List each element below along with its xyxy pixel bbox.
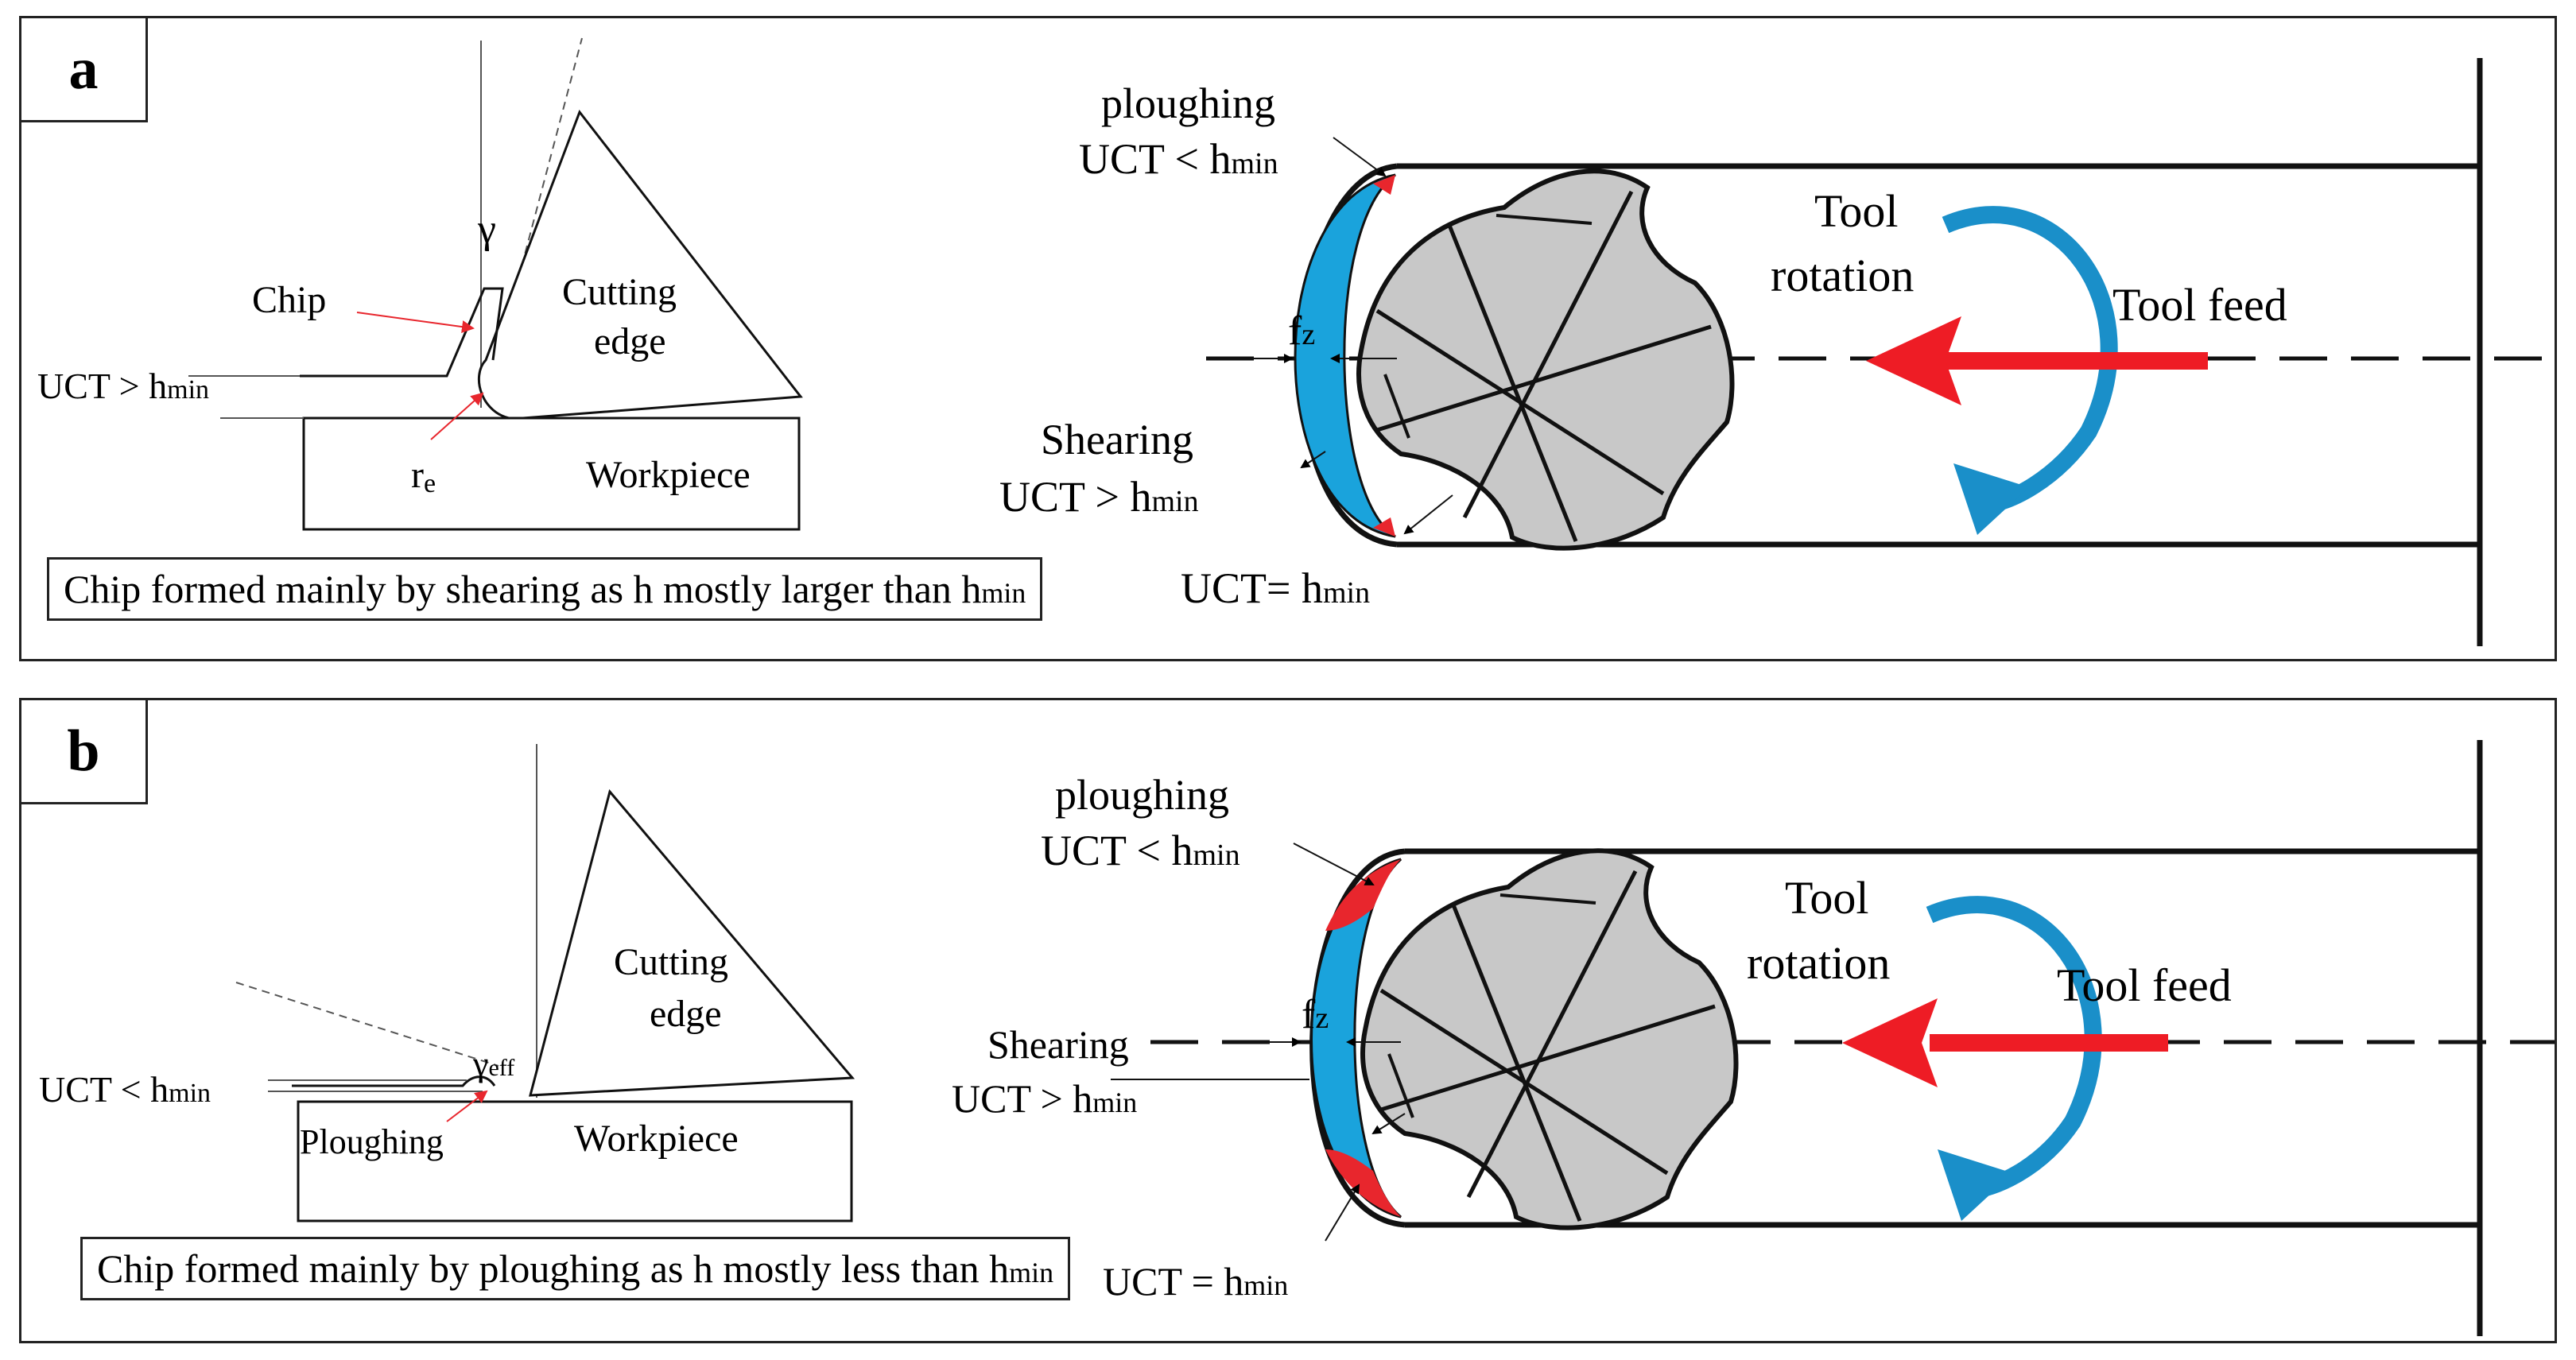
cutting-edge-label-a-1: Cutting xyxy=(562,271,677,313)
panel-a-diagram: Chip γ Cutting edge UCT > hmin re Workpi… xyxy=(37,37,2555,646)
tool-feed-label-b: Tool feed xyxy=(2057,959,2232,1011)
cutting-edge-label-b-1: Cutting xyxy=(614,941,728,983)
shearing-label-b: Shearing xyxy=(987,1022,1129,1067)
ploughing-zone-b-top xyxy=(1325,859,1401,931)
ploughing-label-b: Ploughing xyxy=(300,1122,444,1161)
cutting-tool-b xyxy=(529,788,855,1097)
uct-gt-label-a: UCT > hmin xyxy=(999,473,1199,521)
panel-a: a Chip γ Cutting edge xyxy=(19,16,2557,661)
caption-b: Chip formed mainly by ploughing as h mos… xyxy=(80,1237,1071,1300)
uct-eq-label-a: UCT= hmin xyxy=(1181,564,1370,612)
chip-a xyxy=(300,287,504,378)
shearing-label-a: Shearing xyxy=(1041,416,1193,463)
cutting-tool-a xyxy=(477,109,803,420)
ploughed-surface-b xyxy=(292,1075,496,1087)
workpiece-label-b: Workpiece xyxy=(574,1118,739,1160)
panel-label-b: b xyxy=(19,698,148,804)
cutting-edge-label-b-2: edge xyxy=(650,993,722,1035)
feed-arrow-head-b xyxy=(1842,998,1938,1087)
fz-label-b: fz xyxy=(1302,992,1329,1037)
milling-schematic-b: ploughing UCT < hmin fz Shearing UCT > h… xyxy=(952,740,2555,1336)
uct-lt-label-b: UCT < hmin xyxy=(1041,827,1240,874)
ploughing-label-b-mill: ploughing xyxy=(1055,771,1229,819)
feed-arrow-head-a xyxy=(1866,316,1961,405)
cutting-sketch-b: γeff Cutting edge UCT < hmin Ploughing W… xyxy=(39,744,855,1222)
panel-label-a: a xyxy=(19,16,148,122)
shearing-zone-a xyxy=(1294,173,1396,538)
caption-a: Chip formed mainly by shearing as h most… xyxy=(47,557,1043,621)
workpiece-a xyxy=(302,417,801,531)
end-mill-cutter-b xyxy=(1360,848,1739,1230)
uct-lt-label-a: UCT < hmin xyxy=(1079,135,1278,183)
workpiece-label-a: Workpiece xyxy=(586,454,751,496)
tool-rotation-label-a-2: rotation xyxy=(1771,250,1914,301)
rake-angle-label-a: γ xyxy=(477,207,496,252)
milling-schematic-a: ploughing UCT < hmin fz Shearing UCT > h… xyxy=(999,58,2555,646)
uct-gt-label-b: UCT > hmin xyxy=(952,1076,1137,1121)
tool-rotation-label-a-1: Tool xyxy=(1814,185,1899,237)
fz-label-a: fz xyxy=(1288,308,1315,354)
tool-feed-label-a: Tool feed xyxy=(2112,279,2287,331)
panel-b-diagram: γeff Cutting edge UCT < hmin Ploughing W… xyxy=(39,740,2555,1336)
panel-b: b γeff Cutting edge UCT < hmin Ploughing xyxy=(19,698,2557,1343)
uct-label-b: UCT < hmin xyxy=(39,1069,211,1110)
shearing-zone-b xyxy=(1310,858,1402,1219)
tool-rotation-label-b-1: Tool xyxy=(1785,872,1869,924)
uct-eq-label-b: UCT = hmin xyxy=(1103,1259,1288,1304)
uct-label-a: UCT > hmin xyxy=(37,366,209,406)
workpiece-b xyxy=(297,1100,853,1222)
end-mill-cutter-a xyxy=(1356,169,1735,551)
ploughing-zone-a-bottom xyxy=(1373,517,1395,537)
ploughing-zone-b-bottom xyxy=(1325,1149,1401,1217)
ploughing-label-a: ploughing xyxy=(1101,79,1275,127)
tool-rotation-label-b-2: rotation xyxy=(1747,937,1890,989)
feed-arrow-shaft-a xyxy=(1942,352,2208,370)
ploughing-zone-a-top xyxy=(1373,175,1395,195)
edge-radius-label-a: re xyxy=(411,454,436,498)
cutting-sketch-a: Chip γ Cutting edge UCT > hmin re Workpi… xyxy=(37,37,803,531)
feed-arrow-shaft-b xyxy=(1930,1034,2168,1052)
chip-label-a: Chip xyxy=(252,279,326,321)
cutting-edge-label-a-2: edge xyxy=(594,320,666,362)
eff-angle-label-b: γeff xyxy=(472,1044,514,1083)
